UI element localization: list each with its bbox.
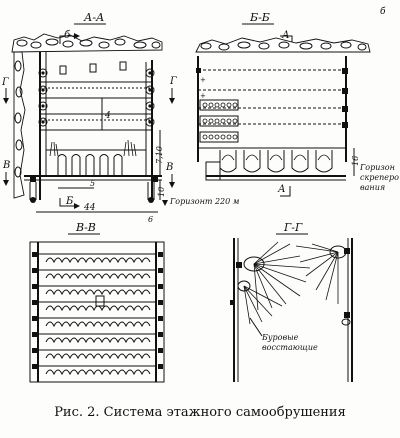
- section-gg: Г-Г: [230, 221, 353, 382]
- dim-4: 4: [104, 111, 111, 121]
- dim-16: 16: [351, 156, 360, 166]
- figure-caption: Рис. 2. Система этажного самообрушения: [54, 405, 346, 420]
- dim-7-10: 7,10: [155, 146, 164, 164]
- horizon-scraper-label-1: Горизон: [359, 163, 395, 172]
- dim-10: 10: [157, 187, 166, 197]
- horizon-220-label: Горизонт 220 м: [169, 197, 240, 206]
- grid-rows: [32, 252, 163, 376]
- rock-top: [11, 33, 163, 53]
- mark-g-right: Г: [169, 76, 177, 87]
- svg-text:+: +: [200, 92, 206, 100]
- section-bb-title: Б-Б: [249, 11, 270, 24]
- dim-44: 44: [83, 203, 96, 213]
- mark-g-left: Г: [1, 77, 9, 88]
- mark-v-right: В: [165, 162, 173, 173]
- section-gg-title: Г-Г: [283, 221, 303, 234]
- dim-5: 5: [90, 179, 95, 188]
- mark-b-bottom: Б: [65, 196, 74, 207]
- section-aa: А-А: [1, 11, 240, 224]
- mark-a-bottom: А: [277, 184, 286, 195]
- section-vv: В-В: [29, 221, 165, 383]
- section-vv-title: В-В: [75, 221, 96, 234]
- horizon-scraper-label-3: вания: [360, 183, 385, 192]
- horizon-scraper-label-2: скреперо: [360, 173, 399, 182]
- raises-label-2: восстающие: [262, 343, 318, 352]
- section-aa-title: А-А: [83, 11, 104, 24]
- mark-b-topright: б: [380, 6, 386, 17]
- raises-label-1: Буровые: [261, 333, 299, 342]
- svg-text:+: +: [200, 76, 206, 84]
- dim-6: 6: [148, 215, 153, 224]
- section-bb: Б-Б б А: [195, 6, 399, 197]
- mark-v-left: В: [2, 160, 10, 171]
